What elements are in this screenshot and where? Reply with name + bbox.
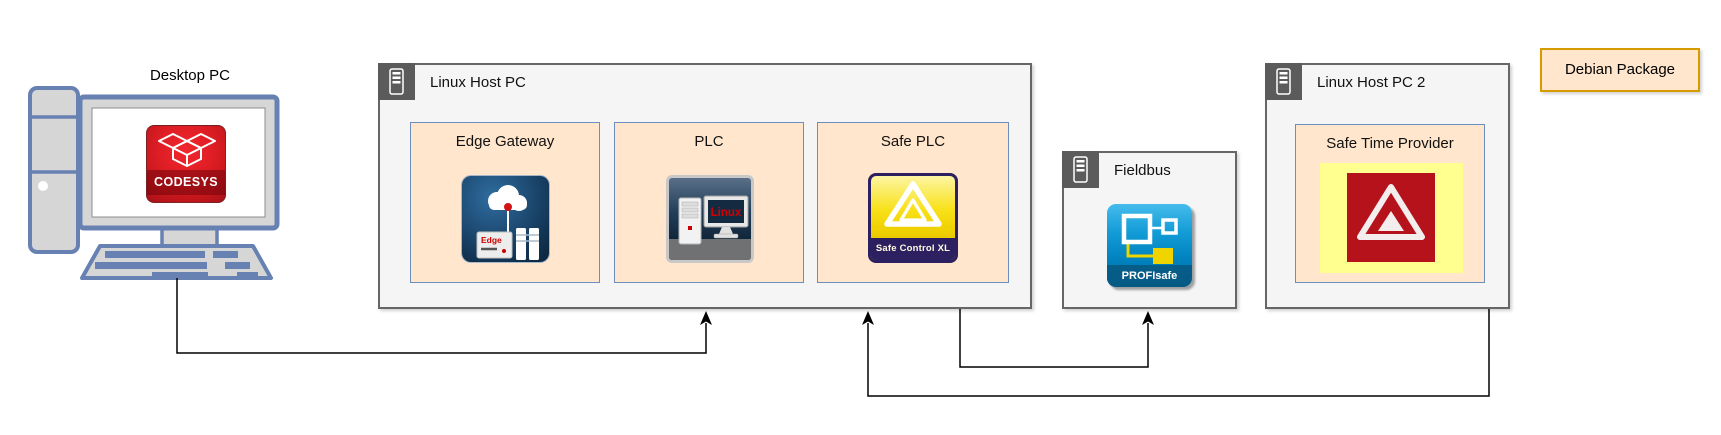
arrowheads (700, 311, 1154, 325)
connector-linux-host-pc-to-fieldbus (959, 309, 1149, 368)
edge-gateway-label: Edge Gateway (455, 133, 555, 150)
connector-linux-host-pc-2-to-safe-plc (867, 309, 1490, 397)
group-linux-host-pc[interactable]: Linux Host PC Edge Gateway Edge (378, 63, 1032, 309)
profisafe-text: PROFIsafe (1107, 265, 1192, 287)
red-warning-triangle-icon (1320, 163, 1463, 273)
legend-debian-package[interactable]: Debian Package (1540, 48, 1700, 92)
edge-gateway-cloud-icon: Edge (461, 175, 550, 263)
edge-icon-text: Edge (481, 235, 502, 245)
node-safe-time-provider[interactable]: Safe Time Provider (1295, 124, 1485, 283)
connector-desktop-pc-to-linux-host-pc (176, 278, 707, 354)
node-plc[interactable]: PLC Linux (614, 122, 804, 283)
safe-plc-label: Safe PLC (880, 133, 946, 150)
linux-host-pc-label: Linux Host PC (430, 74, 526, 91)
plc-icon-text: Linux (711, 207, 742, 219)
plc-label: PLC (694, 133, 724, 150)
group-fieldbus[interactable]: Fieldbus PROFIsafe (1062, 151, 1237, 309)
tower-icon (28, 86, 80, 254)
codesys-logo-text: CODESYS (147, 170, 225, 195)
linux-plc-icon: Linux (666, 175, 754, 263)
safe-time-provider-label: Safe Time Provider (1326, 135, 1454, 152)
node-edge-gateway[interactable]: Edge Gateway Edge (410, 122, 600, 283)
node-safe-plc[interactable]: Safe PLC Safe Control XL (817, 122, 1009, 283)
desktop-pc-label: Desktop PC (149, 67, 231, 84)
safe-control-xl-text: Safe Control XL (871, 238, 955, 260)
server-icon (1062, 151, 1099, 188)
connectors-layer (176, 278, 1490, 397)
safety-warning-triangle-icon: Safe Control XL (868, 173, 958, 263)
profisafe-network-icon: PROFIsafe (1107, 204, 1192, 287)
server-icon (1265, 63, 1302, 100)
server-icon (378, 63, 415, 100)
codesys-logo-icon: CODESYS (146, 125, 226, 203)
fieldbus-label: Fieldbus (1114, 162, 1171, 179)
codesys-cubes-glyph (158, 133, 216, 167)
linux-host-pc-2-label: Linux Host PC 2 (1317, 74, 1426, 91)
group-linux-host-pc-2[interactable]: Linux Host PC 2 Safe Time Provider (1265, 63, 1510, 309)
debian-package-label: Debian Package (1564, 61, 1676, 78)
